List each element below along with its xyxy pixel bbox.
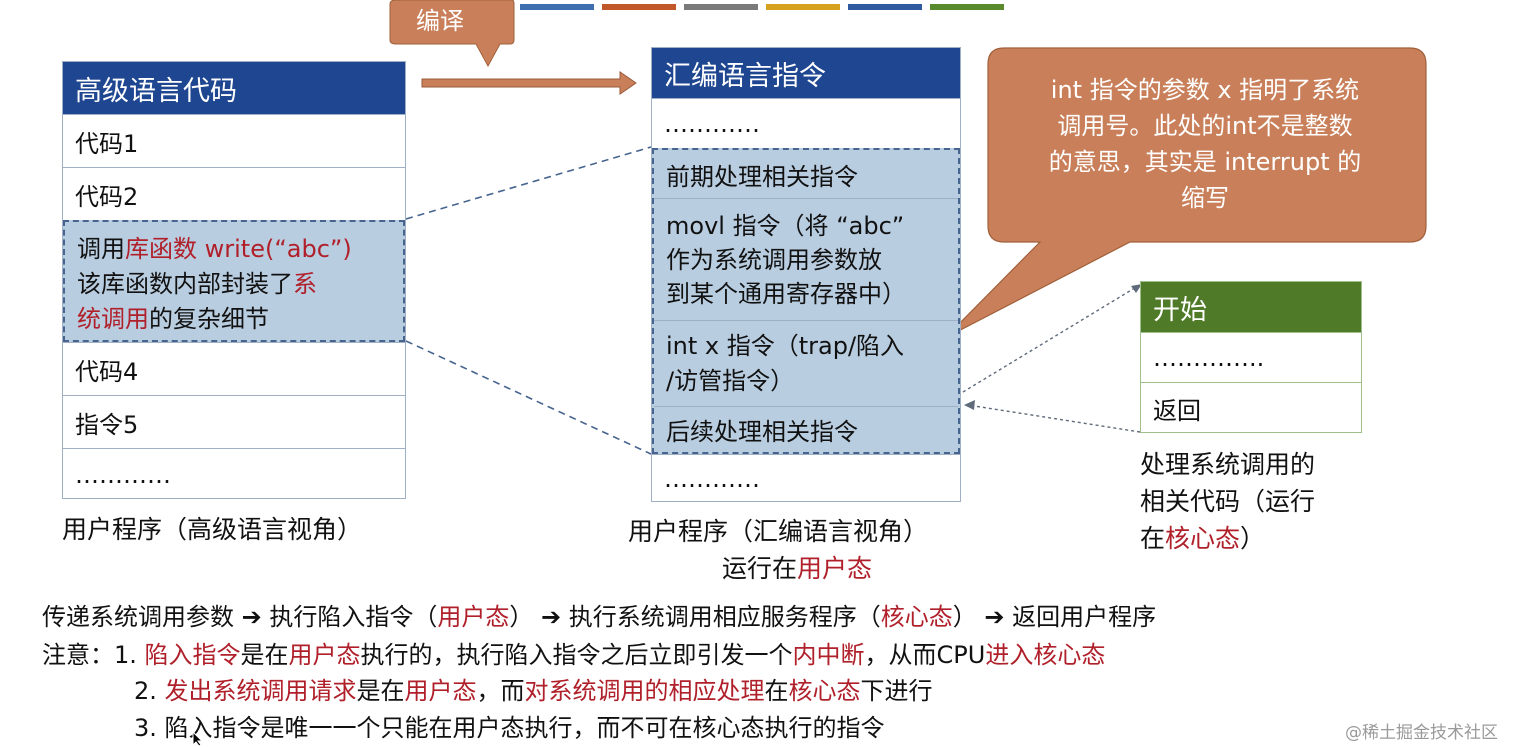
code-row: 代码1 [63,114,405,167]
dashed-link-bottom [405,340,652,455]
color-bar [684,4,758,10]
code-row: 代码4 [63,342,405,395]
asm-row: 后续处理相关指令 [654,406,958,452]
left-caption: 用户程序（高级语言视角） [62,515,363,544]
kernel-row: ………….. [1141,332,1361,382]
kernel-handler-header: 开始 [1141,282,1361,332]
color-bar [766,4,840,10]
mid-caption-2: 运行在用户态 [722,554,873,583]
call-line-2: 该库函数内部封装了系 [77,270,317,298]
assembly-header: 汇编语言指令 [652,48,960,98]
dashed-link-top [405,146,652,220]
asm-row: ………… [652,98,960,148]
library-call-row: 调用库函数 write(“abc”) 该库函数内部封装了系 统调用的复杂细节 [63,220,405,342]
color-bar [602,4,676,10]
asm-row: ………… [652,454,960,503]
right-caption: 处理系统调用的 相关代码（运行 在核心态） [1140,450,1316,553]
note-1: 注意：1. 陷入指令是在用户态执行的，执行陷入指令之后立即引发一个内中断，从而C… [42,641,1106,669]
mid-caption-1: 用户程序（汇编语言视角） [628,517,929,546]
flow-summary: 传递系统调用参数 ➔ 执行陷入指令（用户态） ➔ 执行系统调用相应服务程序（核心… [42,603,1157,631]
call-arrow [962,285,1139,393]
int-callout-line: 的意思，其实是 interrupt 的 [1048,148,1362,176]
asm-row-int: int x 指令（trap/陷入 /访管指令） [654,320,958,406]
code-row: 指令5 [63,395,405,448]
int-callout-line: int 指令的参数 x 指明了系统 [1050,76,1360,104]
note-3: 3. 陷入指令是唯一一个只能在用户态执行，而不可在核心态执行的指令 [134,714,885,742]
color-bar [848,4,922,10]
int-callout-text: int 指令的参数 x 指明了系统 调用号。此处的int不是整数 的意思，其实是… [1000,72,1410,216]
int-callout-shape [944,47,1427,339]
color-bar [930,4,1004,10]
call-line-1: 调用库函数 write(“abc”) [77,235,352,263]
kernel-handler-box: 开始 ………….. 返回 [1140,281,1362,433]
asm-row: 前期处理相关指令 [666,162,858,191]
compile-callout-shape [389,0,515,68]
mouse-cursor-icon [192,731,204,747]
note-2: 2. 发出系统调用请求是在用户态，而对系统调用的相应处理在核心态下进行 [134,677,933,705]
kernel-row: 返回 [1141,382,1361,434]
int-callout-line: 缩写 [1181,184,1229,212]
call-arrow-head [1131,284,1142,293]
code-row: ………… [63,448,405,500]
asm-highlight: 前期处理相关指令 movl 指令（将 “abc” 作为系统调用参数放 到某个通用… [652,148,960,454]
return-arrow-head [964,400,975,410]
watermark: @稀土掘金技术社区 [1345,723,1498,743]
asm-row-movl: movl 指令（将 “abc” 作为系统调用参数放 到某个通用寄存器中） [654,198,958,320]
high-level-code-box: 高级语言代码 代码1 代码2 调用库函数 write(“abc”) 该库函数内部… [62,61,406,499]
compile-arrow [421,71,637,95]
high-level-code-header: 高级语言代码 [63,62,405,114]
compile-label: 编译 [416,7,464,35]
int-callout-line: 调用号。此处的int不是整数 [1057,112,1353,140]
return-arrow [967,404,1141,433]
call-line-3: 统调用的复杂细节 [77,305,269,333]
color-bar [520,4,594,10]
code-row: 代码2 [63,167,405,220]
assembly-box: 汇编语言指令 ………… 前期处理相关指令 movl 指令（将 “abc” 作为系… [651,47,961,502]
